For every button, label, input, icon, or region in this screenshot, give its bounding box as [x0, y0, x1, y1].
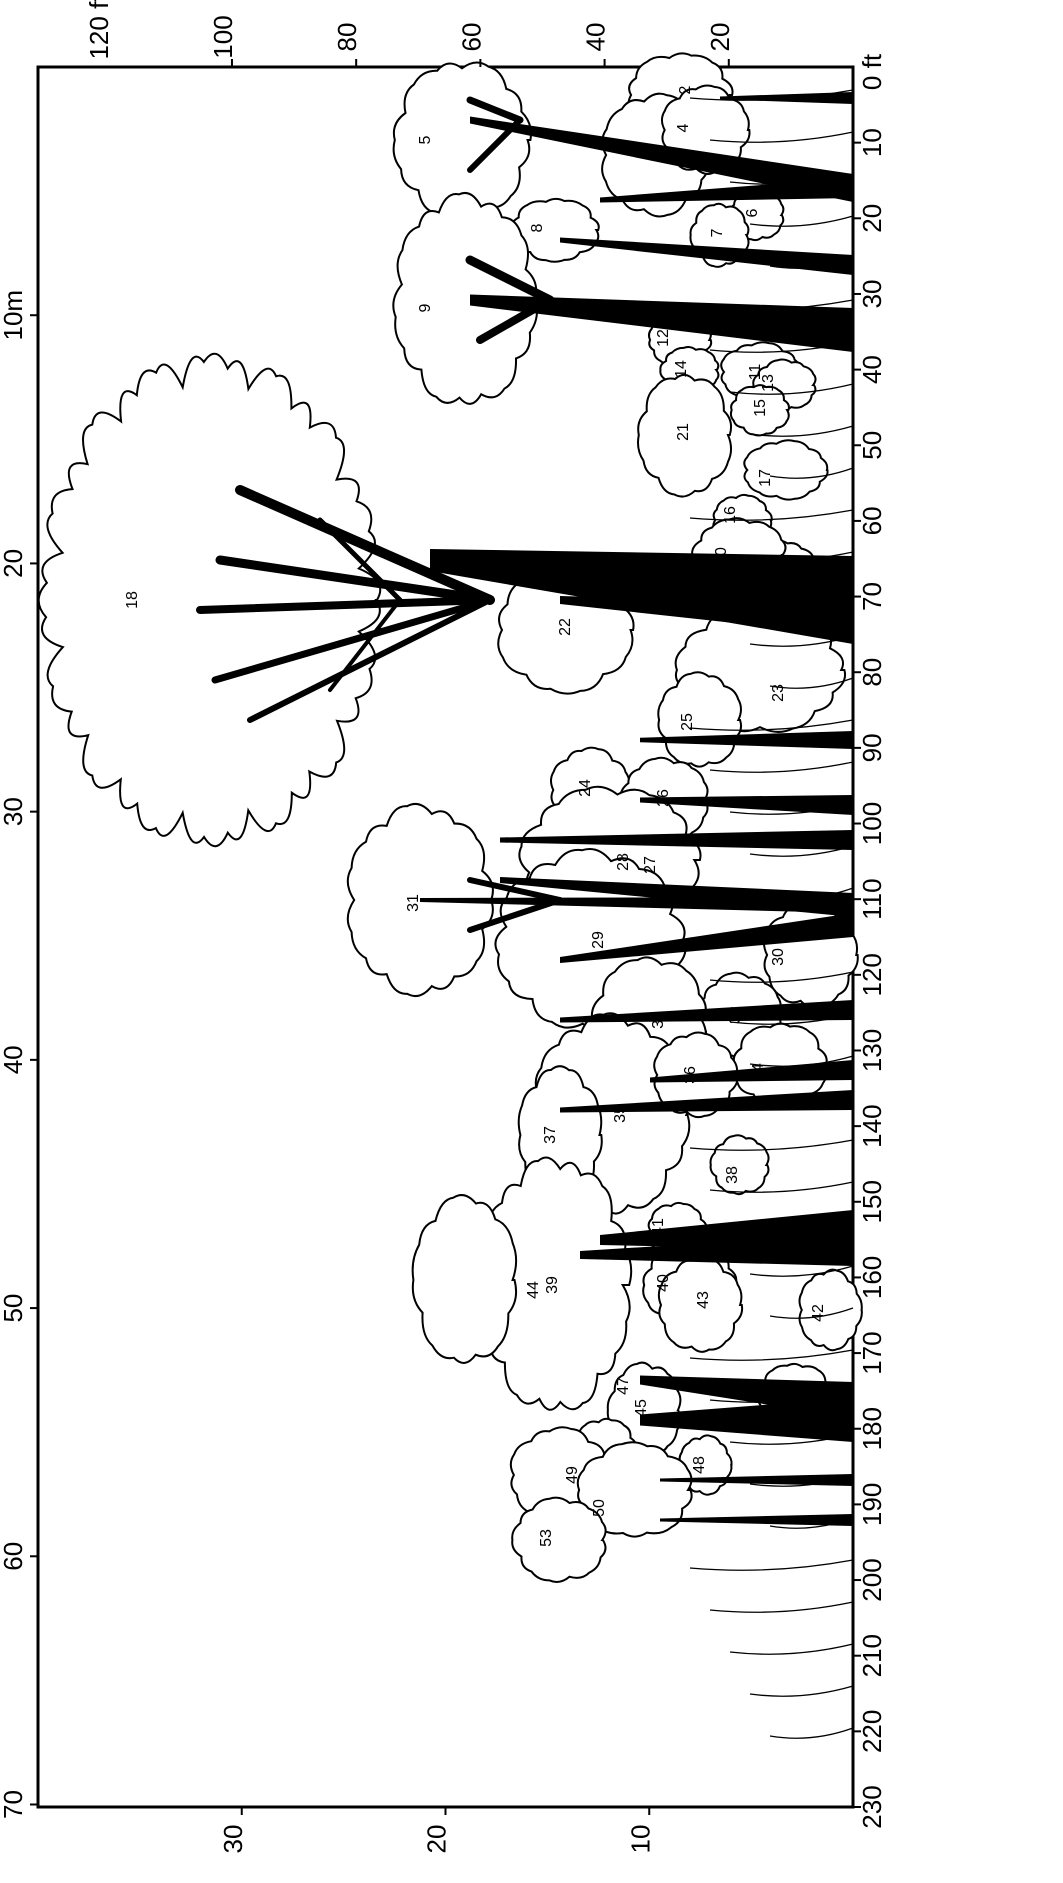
tree-label: 41	[650, 1218, 667, 1236]
tree-label: 48	[691, 1456, 708, 1474]
tree-label: 16	[722, 506, 739, 524]
tree-label: 21	[675, 423, 692, 441]
ft-tick-label-160: 160	[857, 1256, 887, 1299]
m-tick-label-40: 40	[0, 1045, 28, 1074]
tree-label: 2	[677, 85, 694, 94]
tree-label: 46	[771, 1399, 788, 1417]
tree-label: 29	[590, 931, 607, 949]
tree-label: 7	[709, 228, 726, 237]
ft-tick-label-120: 120	[857, 953, 887, 996]
ft-tick-label-170: 170	[857, 1331, 887, 1374]
m-tick-label-60: 60	[0, 1542, 28, 1571]
tree-label: 47	[615, 1377, 632, 1395]
tree-label: 38	[724, 1166, 741, 1184]
ft-tick-label-180: 180	[857, 1407, 887, 1450]
ft-tick-label-110: 110	[857, 878, 887, 919]
tree-label: 44	[525, 1281, 542, 1299]
m-tick-label-50: 50	[0, 1294, 28, 1323]
tree-label: 19	[767, 563, 784, 581]
tree-label: 28	[615, 853, 632, 871]
tree-label: 49	[564, 1466, 581, 1484]
ft-tick-label-150: 150	[857, 1180, 887, 1223]
tree-label: 5	[417, 135, 434, 144]
tree-label: 6	[744, 208, 761, 217]
tree-label: 50	[591, 1499, 608, 1517]
ft-tick-label-20: 20	[857, 204, 887, 233]
tree-label: 53	[538, 1529, 555, 1547]
hm-tick-label-30: 30	[218, 1825, 248, 1854]
hft-tick-label-60: 60	[456, 23, 486, 52]
hft-tick-label-100: 100	[208, 15, 238, 58]
tree-label: 18	[124, 591, 141, 609]
tree-label: 40	[655, 1274, 672, 1292]
tree-crown-18	[39, 354, 381, 846]
m-tick-label-20: 20	[0, 549, 28, 578]
ft-tick-label-60: 60	[857, 506, 887, 535]
tree-label: 22	[557, 618, 574, 636]
ft-tick-label-70: 70	[857, 582, 887, 611]
hm-tick-label-10: 10	[625, 1825, 655, 1854]
ft-tick-label-230: 230	[857, 1785, 887, 1828]
tree-label: 4	[675, 123, 692, 132]
tree-label: 20	[713, 547, 730, 565]
tree-label: 23	[770, 684, 787, 702]
ft-tick-label-190: 190	[857, 1483, 887, 1526]
hft-top-label: 120 ft	[84, 0, 114, 60]
tree-label: 17	[757, 469, 774, 487]
tree-label: 12	[655, 329, 672, 347]
tree-label: 8	[529, 223, 546, 232]
ft-origin-label: 0 ft	[857, 53, 887, 90]
tree-label: 13	[760, 374, 777, 392]
tree-label: 24	[577, 779, 594, 797]
hft-tick-label-40: 40	[581, 23, 611, 52]
tree-label: 32	[727, 1006, 744, 1024]
tree-label: 33	[650, 1011, 667, 1029]
hm-tick-label-20: 20	[422, 1825, 452, 1854]
tree-label: 34	[750, 1063, 767, 1081]
ft-tick-label-40: 40	[857, 355, 887, 384]
tree-label: 3	[647, 152, 664, 161]
m-tick-label-70: 70	[0, 1790, 28, 1819]
ft-tick-label-90: 90	[857, 733, 887, 762]
ft-tick-label-220: 220	[857, 1710, 887, 1753]
ft-tick-label-130: 130	[857, 1029, 887, 1072]
m-tick-label-10m: 10m	[0, 290, 28, 341]
tree-label: 27	[642, 856, 659, 874]
tree-label: 35	[612, 1105, 629, 1123]
hft-tick-label-80: 80	[332, 23, 362, 52]
ft-tick-label-10: 10	[857, 128, 887, 157]
m-tick-label-30: 30	[0, 797, 28, 826]
tree-label: 15	[752, 399, 769, 417]
tree-label: 14	[673, 360, 690, 378]
tree-label: 42	[810, 1304, 827, 1322]
ft-tick-label-210: 210	[857, 1634, 887, 1677]
ft-tick-label-140: 140	[857, 1104, 887, 1147]
tree-label: 39	[544, 1276, 561, 1294]
hft-tick-label-20: 20	[705, 23, 735, 52]
ft-tick-label-200: 200	[857, 1558, 887, 1601]
ft-tick-label-30: 30	[857, 279, 887, 308]
tree-label: 9	[417, 303, 434, 312]
tree-label: 36	[682, 1066, 699, 1084]
tree-label: 30	[770, 948, 787, 966]
tree-label: 37	[542, 1126, 559, 1144]
ft-tick-label-100: 100	[857, 802, 887, 845]
tree-label: 26	[655, 789, 672, 807]
tree-label: 25	[679, 713, 696, 731]
ft-tick-label-50: 50	[857, 431, 887, 460]
tree-label: 31	[405, 894, 422, 912]
tree-label: 45	[633, 1399, 650, 1417]
ft-tick-label-80: 80	[857, 658, 887, 687]
tree-label: 43	[695, 1291, 712, 1309]
